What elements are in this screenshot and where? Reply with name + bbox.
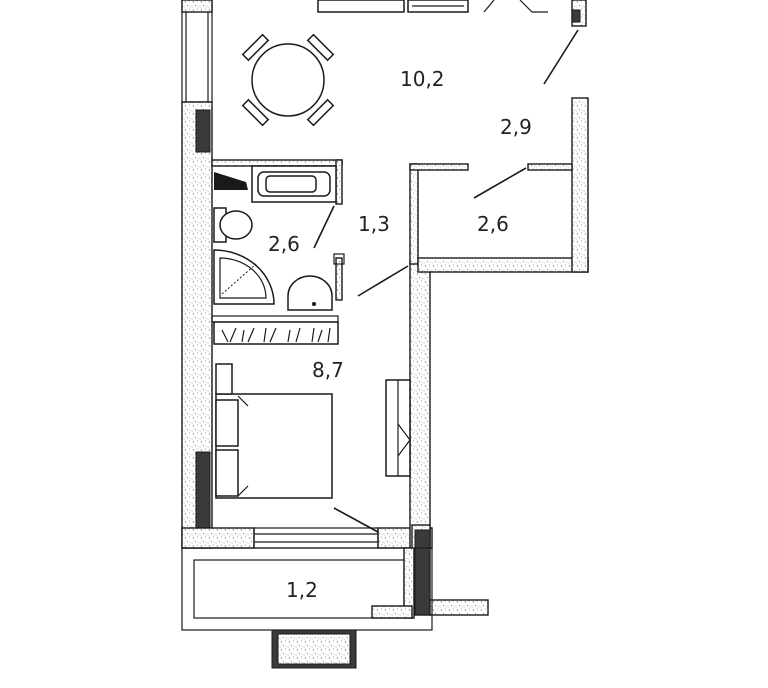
column-dark [195,451,211,541]
bathtub-icon [214,165,337,203]
double-bed-icon [215,363,333,499]
door-leaf [357,265,409,297]
area-label-balcony: 1,2 [286,578,318,602]
walls [181,0,589,669]
wall-bottom-right [429,599,489,616]
bedroom-right-wall [409,259,431,549]
column-dark [414,529,431,616]
bathroom-right-wall-lower [335,257,343,301]
door-leaf [333,507,379,533]
balcony-bottom [371,605,413,619]
column-dark [571,9,581,23]
storage-right-wall [571,97,589,273]
wardrobe-icon [213,321,339,345]
door-leaf [313,205,335,249]
storage-top-left [409,163,469,171]
area-label-storage: 2,6 [477,212,509,236]
area-label-hall-upper: 2,9 [500,115,532,139]
area-label-kitchen: 10,2 [400,67,445,91]
door-leaf [473,167,527,199]
sink-icon [287,253,345,311]
door-swing-icon [483,0,548,13]
column-dark [195,109,211,153]
counter-unit [317,0,405,13]
area-label-bathroom: 2,6 [268,232,300,256]
area-label-bedroom: 8,7 [312,358,344,382]
shower-icon [213,249,275,305]
storage-bottom-wall [417,257,589,273]
room-area-labels: 10,2 2,9 2,6 1,3 2,6 8,7 1,2 [268,67,532,602]
storage-left-wall [409,163,419,265]
wardrobe-icon [385,379,411,477]
kitchen-counter [317,0,579,85]
bathroom-top-wall [211,159,343,167]
dining-table-icon [241,33,335,127]
bedroom-bottom-wall [181,527,255,549]
area-label-hall: 1,3 [358,212,390,236]
storage-top-right [527,163,573,171]
wall-segment [181,0,213,13]
bathroom-bottom-wall [211,315,339,323]
bedroom-window [253,527,379,549]
door-leaf [543,29,579,85]
toilet-icon [213,207,253,243]
balcony-projection-inner [277,633,351,665]
bathroom-right-wall [335,159,343,205]
